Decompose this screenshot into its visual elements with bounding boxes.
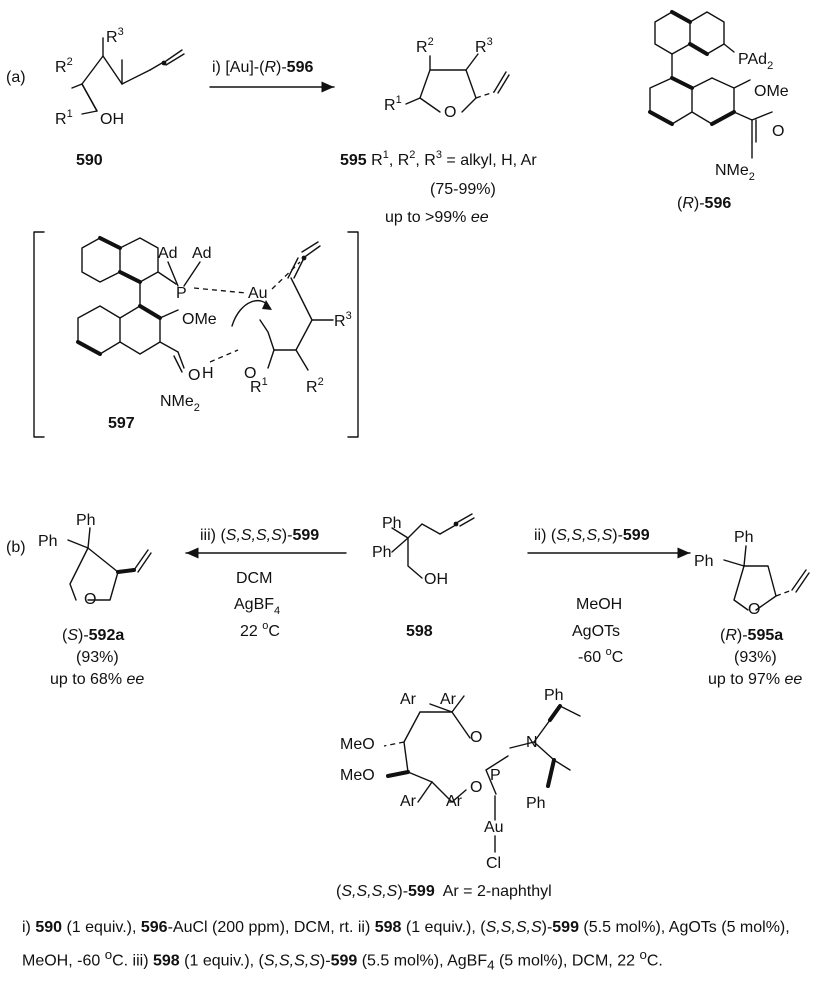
right-arrow-temp: -60 oC bbox=[578, 646, 623, 666]
ligand-ome-label: OMe bbox=[754, 83, 789, 100]
complex-ome-label: OMe bbox=[182, 311, 217, 328]
complex-p-label: P bbox=[176, 285, 187, 302]
right-arrow-solvent: MeOH bbox=[576, 596, 622, 613]
product-595-yield: (75-99%) bbox=[430, 181, 496, 198]
complex-ad2-label: Ad bbox=[192, 245, 212, 262]
complex-o-label: O bbox=[188, 367, 200, 384]
catalyst-cl: Cl bbox=[486, 855, 501, 872]
ligand-o-label: O bbox=[772, 123, 784, 140]
left-arrow-condition: iii) (S,S,S,S)-599 bbox=[200, 527, 319, 544]
complex-o2-label: O bbox=[244, 365, 256, 382]
reactant-590-structure bbox=[71, 37, 185, 115]
panel-a-label: (a) bbox=[6, 69, 26, 86]
substrate-oh-label: OH bbox=[424, 571, 448, 588]
complex-au-label: Au bbox=[248, 285, 268, 302]
product-592a-structure bbox=[67, 527, 152, 601]
product-592a-label: (S)-592a bbox=[62, 627, 124, 644]
catalyst-n: N bbox=[526, 734, 538, 751]
product-ring-o: O bbox=[444, 104, 456, 121]
pad2-label: PAd2 bbox=[738, 51, 773, 72]
complex-nme2-label: NMe2 bbox=[160, 393, 200, 414]
complex-r1-label: R1 bbox=[250, 376, 268, 396]
product-595-structure bbox=[405, 53, 510, 113]
reaction-scheme: (a) R3 R2 R1 OH 590 i) [Au]-(R)-596 R2 R… bbox=[6, 10, 810, 900]
catalyst-ar4: Ar bbox=[446, 793, 463, 810]
catalyst-p: P bbox=[490, 767, 501, 784]
product-595a-structure bbox=[723, 545, 810, 611]
ligand-596-label: (R)-596 bbox=[677, 195, 731, 212]
left-arrow-temp: 22 oC bbox=[240, 620, 280, 640]
right-ph1-label: Ph bbox=[734, 529, 754, 546]
substrate-ph2-label: Ph bbox=[372, 544, 392, 561]
complex-597-structure bbox=[76, 236, 334, 373]
catalyst-ph2: Ph bbox=[526, 795, 546, 812]
catalyst-o2: O bbox=[470, 779, 482, 796]
r1-label: R1 bbox=[55, 108, 73, 128]
product-592a-yield: (93%) bbox=[76, 649, 119, 666]
product-r2: R2 bbox=[416, 36, 434, 56]
catalyst-meo1: MeO bbox=[340, 736, 375, 753]
compound-590-label: 590 bbox=[76, 152, 103, 169]
left-ph1-label: Ph bbox=[76, 512, 96, 529]
product-r1: R1 bbox=[384, 94, 402, 114]
product-595a-yield: (93%) bbox=[734, 649, 777, 666]
right-arrow-salt: AgOTs bbox=[572, 623, 620, 640]
product-595a-label: (R)-595a bbox=[720, 627, 783, 644]
r2-label: R2 bbox=[55, 56, 73, 76]
compound-598-label: 598 bbox=[406, 623, 433, 640]
product-595a-ee: up to 97% ee bbox=[708, 671, 802, 688]
right-arrow-condition: ii) (S,S,S,S)-599 bbox=[534, 527, 650, 544]
catalyst-ar2: Ar bbox=[440, 691, 457, 708]
left-arrow-salt: AgBF4 bbox=[234, 596, 280, 617]
catalyst-599-structure bbox=[383, 695, 581, 853]
complex-r2-label: R2 bbox=[306, 376, 324, 396]
catalyst-meo2: MeO bbox=[340, 767, 375, 784]
complex-597-brackets bbox=[33, 231, 359, 438]
left-ring-o: O bbox=[84, 591, 96, 608]
catalyst-599-label: (S,S,S,S)-599 Ar = 2-naphthyl bbox=[336, 883, 552, 900]
right-ph2-label: Ph bbox=[694, 553, 714, 570]
catalyst-ar1: Ar bbox=[400, 691, 417, 708]
product-592a-ee: up to 68% ee bbox=[50, 671, 144, 688]
oh-label: OH bbox=[100, 111, 124, 128]
compound-597-label: 597 bbox=[108, 415, 135, 432]
left-ph2-label: Ph bbox=[38, 533, 58, 550]
catalyst-ph1: Ph bbox=[544, 687, 564, 704]
ligand-596-structure bbox=[648, 10, 773, 159]
arrow-a-condition: i) [Au]-(R)-596 bbox=[212, 59, 313, 76]
complex-ad1-label: Ad bbox=[158, 245, 178, 262]
left-arrow-solvent: DCM bbox=[236, 570, 272, 587]
panel-b-label: (b) bbox=[6, 539, 26, 556]
conditions-footnote: i) 590 (1 equiv.), 596-AuCl (200 ppm), D… bbox=[22, 919, 790, 973]
right-ring-o: O bbox=[748, 601, 760, 618]
r3-label: R3 bbox=[106, 26, 124, 46]
complex-h-label: H bbox=[202, 365, 214, 382]
ligand-nme2-label: NMe2 bbox=[715, 162, 755, 183]
product-595-ee: up to >99% ee bbox=[385, 209, 489, 226]
complex-r3-label: R3 bbox=[334, 310, 352, 330]
catalyst-ar3: Ar bbox=[400, 793, 417, 810]
substrate-ph1-label: Ph bbox=[382, 515, 402, 532]
catalyst-o1: O bbox=[470, 729, 482, 746]
product-r3: R3 bbox=[475, 36, 493, 56]
substrate-598-structure bbox=[391, 513, 475, 579]
product-595-line: 595 R1, R2, R3 = alkyl, H, Ar bbox=[340, 149, 537, 169]
catalyst-au: Au bbox=[484, 819, 504, 836]
